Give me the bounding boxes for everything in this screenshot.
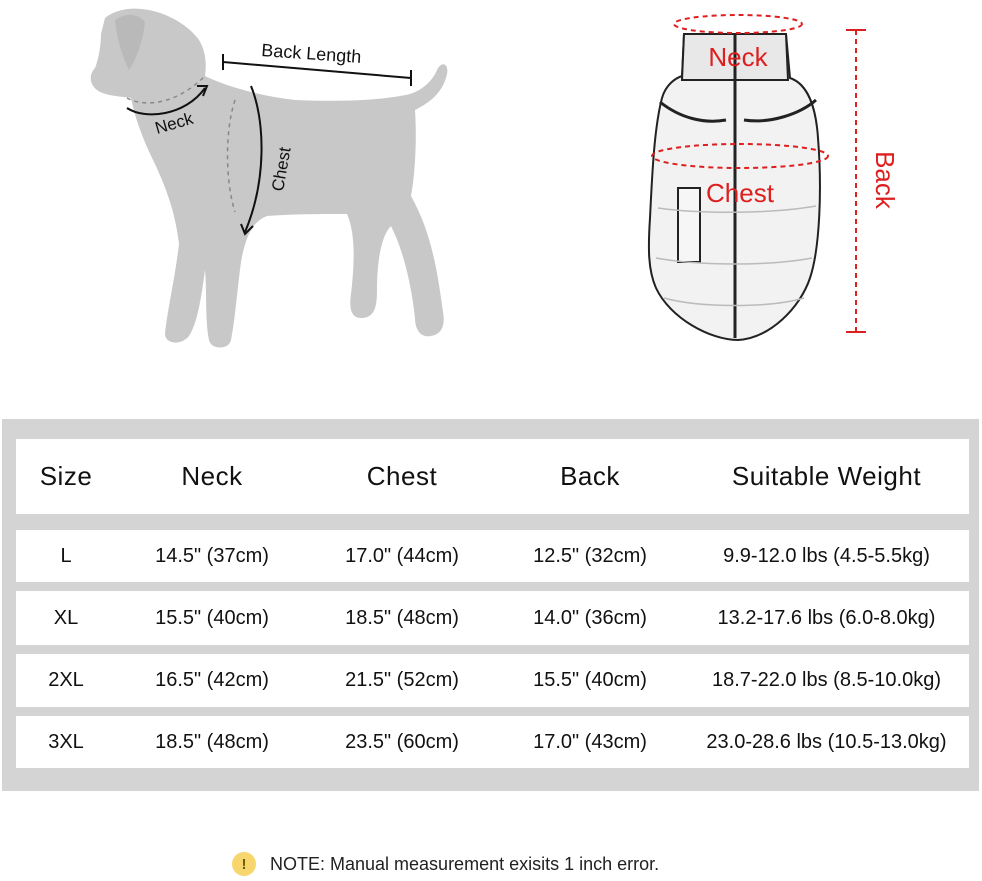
coat-chest-label: Chest [706,178,775,208]
chest-cell: 18.5" (48cm) [345,606,459,629]
chest-cell: 17.0" (44cm) [345,544,459,567]
neck-cell: 16.5" (42cm) [155,669,269,691]
chest-arrow [244,85,263,233]
coat-measurement-diagram: Neck Chest Back [647,14,900,342]
back-cell: 12.5" (32cm) [533,544,647,567]
table-header-row: Size Neck Chest Back Suitable Weight [16,439,969,514]
back-cell: 14.0" (36cm) [533,606,647,629]
back-length-line [222,61,412,79]
coat-quilting [655,205,817,307]
weight-cell: 18.7-22.0 lbs (8.5-10.0kg) [711,669,942,691]
table-row: 3XL 18.5" (48cm) 23.5" (60cm) 17.0" (43c… [16,716,969,768]
dog-silhouette [90,8,448,348]
chest-cell: 23.5" (60cm) [345,730,459,753]
header-chest: Chest [366,461,438,491]
header-back: Back [560,461,620,491]
back-cell: 17.0" (43cm) [533,730,647,753]
dog-ear [115,14,145,71]
coat-neck-label: Neck [708,42,768,72]
coat-strap-right [743,98,817,123]
weight-cell: 13.2-17.6 lbs (6.0-8.0kg) [717,606,936,629]
coat-chest-guide [651,143,829,169]
warning-icon: ! [232,852,256,876]
measurement-illustrations: Back Length Neck Chest Neck Chest Back [0,0,982,360]
neck-cell: 18.5" (48cm) [155,730,269,753]
coat-strap-left [659,100,727,123]
size-cell: XL [53,606,79,629]
neck-guide [126,75,206,104]
weight-cell: 23.0-28.6 lbs (10.5-13.0kg) [706,730,947,753]
size-cell: 3XL [48,730,84,753]
header-suitable-weight: Suitable Weight [731,461,922,491]
neck-arrow [126,87,206,116]
chest-guide [226,99,236,213]
measurement-note: ! NOTE: Manual measurement exisits 1 inc… [232,849,659,879]
weight-cell: 9.9-12.0 lbs (4.5-5.5kg) [723,544,930,567]
header-neck: Neck [181,461,243,491]
table-row: XL 15.5" (40cm) 18.5" (48cm) 14.0" (36cm… [16,591,969,645]
size-chart-table: Size Neck Chest Back Suitable Weight L 1… [2,419,979,791]
coat-neck-guide [673,14,803,34]
table-row: L 14.5" (37cm) 17.0" (44cm) 12.5" (32cm)… [16,530,969,582]
chest-cell: 21.5" (52cm) [345,669,459,691]
size-cell: L [60,544,72,567]
neck-cell: 14.5" (37cm) [155,544,269,567]
dog-measurement-diagram: Back Length Neck Chest [90,8,448,348]
coat-pocket [677,187,701,263]
back-cell: 15.5" (40cm) [533,669,647,691]
table-row: 2XL 16.5" (42cm) 21.5" (52cm) 15.5" (40c… [16,654,969,707]
size-cell: 2XL [48,669,84,691]
neck-cell: 15.5" (40cm) [155,606,269,629]
chest-arrowhead [240,223,254,236]
back-length-label: Back Length [261,40,362,67]
header-size: Size [39,461,93,491]
neck-arrowhead [197,85,209,97]
coat-back-label: Back [870,151,900,210]
note-text: NOTE: Manual measurement exisits 1 inch … [270,853,660,874]
